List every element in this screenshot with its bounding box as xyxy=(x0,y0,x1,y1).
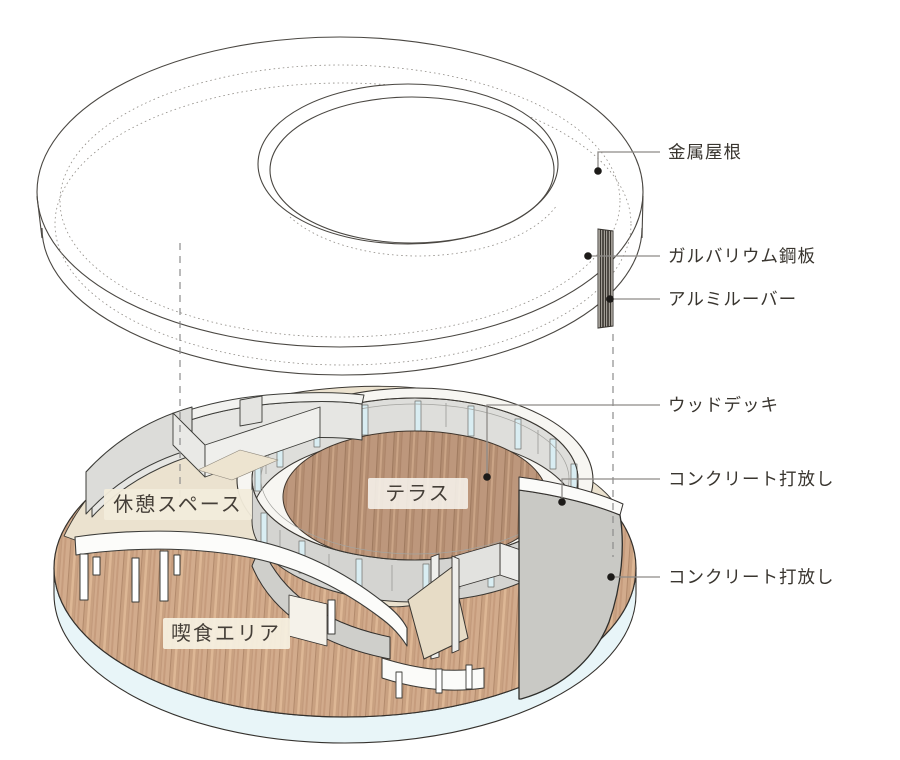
ramp-fascia-band xyxy=(381,657,485,691)
roof-side-left xyxy=(36,195,43,239)
room-partition-c xyxy=(239,395,263,427)
rest-space-label: 休憩スペース xyxy=(113,492,243,516)
deck-columns xyxy=(79,550,336,635)
dot-galvalume xyxy=(584,252,592,260)
callout-dots xyxy=(483,167,615,581)
roof-oculus-outer xyxy=(257,83,559,245)
column xyxy=(79,553,89,601)
leader-concrete-inner xyxy=(561,478,660,499)
deck-fascia-band xyxy=(74,530,408,647)
column xyxy=(173,554,181,576)
column xyxy=(465,664,473,690)
roof-oculus-inner xyxy=(269,96,555,244)
callout-wood-deck: ウッドデッキ xyxy=(668,395,779,416)
column xyxy=(395,671,403,699)
dot-concrete-outer xyxy=(607,573,615,581)
callout-concrete-inner: コンクリート打放し xyxy=(668,470,835,490)
callout-galvalume: ガルバリウム鋼板 xyxy=(668,247,816,267)
ramp-side-wall xyxy=(451,555,460,654)
callout-labels: 金属屋根 ガルバリウム鋼板 アルミルーバー ウッドデッキ コンクリート打放し コ… xyxy=(668,143,835,588)
rest-space-label-bg xyxy=(104,489,252,520)
column xyxy=(159,550,169,602)
oculus-hidden-edge-dotted xyxy=(289,204,558,257)
aluminum-louver-strip xyxy=(597,228,614,329)
callout-concrete-outer: コンクリート打放し xyxy=(668,568,835,588)
roof-wireframe xyxy=(36,36,644,376)
roof-side-right xyxy=(641,195,644,239)
dot-wood-deck xyxy=(483,473,491,481)
outer-wall-top-band xyxy=(518,476,624,516)
dot-metal-roof xyxy=(594,167,602,175)
projection-lines xyxy=(179,243,614,557)
dot-aluminum-louver xyxy=(606,295,614,303)
building-block xyxy=(53,385,637,744)
callout-leaders xyxy=(486,151,660,578)
leader-wood-deck xyxy=(486,404,660,474)
room-floor-patch xyxy=(197,449,279,481)
eating-area-label: 喫食エリア xyxy=(171,621,281,645)
callout-aluminum-louver: アルミルーバー xyxy=(668,290,797,310)
roof-inner-edge-dotted xyxy=(59,64,621,338)
rest-space-room xyxy=(85,392,365,518)
ramp-columns xyxy=(395,664,473,699)
column xyxy=(435,668,443,694)
eating-area-label-bg xyxy=(163,618,290,649)
column xyxy=(131,557,140,603)
column xyxy=(327,599,336,635)
terrace-label-bg xyxy=(368,478,468,509)
leader-metal-roof xyxy=(597,151,660,168)
outer-concrete-wall xyxy=(518,489,623,700)
roof-hidden-rim-dotted xyxy=(54,82,632,366)
area-labels: 休憩スペース テラス 喫食エリア xyxy=(104,478,468,649)
column xyxy=(92,556,101,576)
callout-metal-roof: 金属屋根 xyxy=(668,143,742,163)
terrace-label: テラス xyxy=(385,481,451,505)
dot-concrete-inner xyxy=(558,498,566,506)
